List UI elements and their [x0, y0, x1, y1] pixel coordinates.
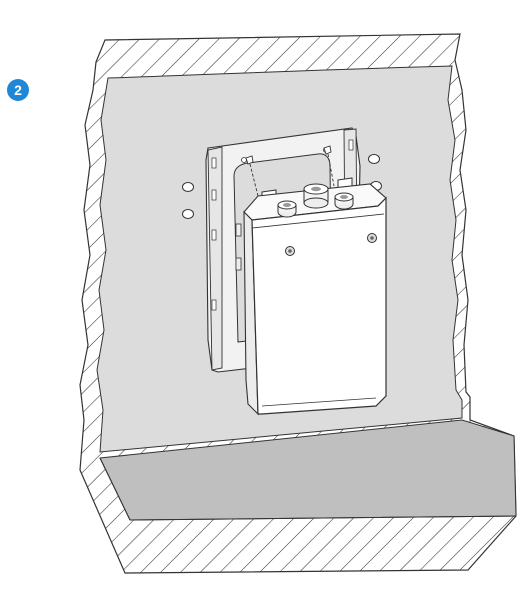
screw-icon — [323, 145, 335, 187]
step-badge: 2 — [7, 79, 29, 101]
pipe-fitting-center — [303, 183, 329, 209]
pipe-fitting-left — [277, 200, 297, 218]
pipe-fitting-right — [334, 192, 354, 210]
water-heater-unit — [235, 183, 387, 416]
wall-hole — [182, 182, 194, 192]
wall-hole — [182, 209, 194, 219]
screw-icon — [245, 155, 259, 197]
wall-hole — [368, 154, 380, 164]
